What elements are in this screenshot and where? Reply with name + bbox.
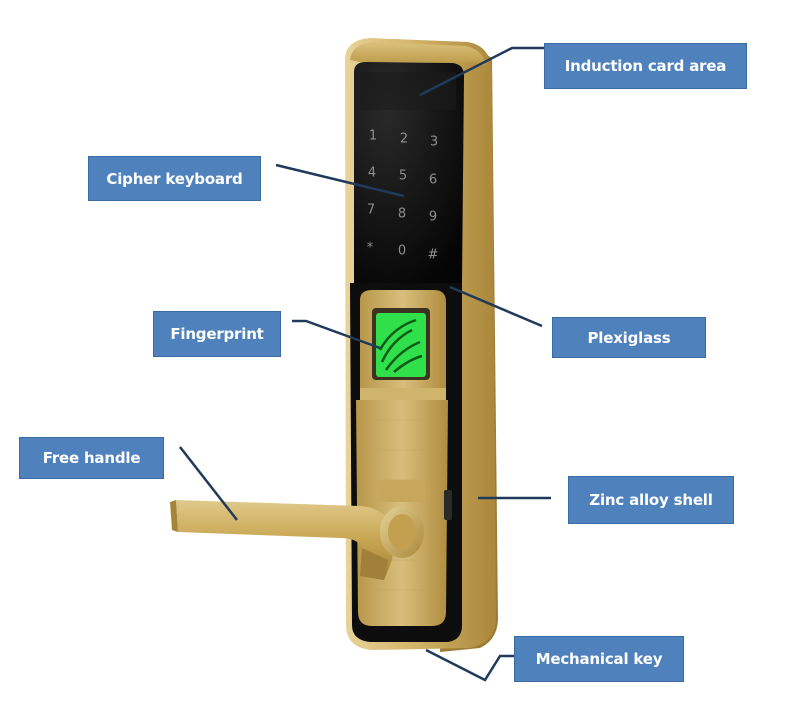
label-zinc-alloy-shell: Zinc alloy shell	[568, 476, 734, 524]
label-induction-card-area: Induction card area	[544, 43, 747, 89]
key-9: 9	[428, 209, 438, 225]
label-plexiglass: Plexiglass	[552, 317, 706, 358]
key-0: 0	[397, 243, 407, 259]
key-3: 3	[429, 134, 439, 150]
fingerprint-module	[360, 290, 446, 402]
key-star: *	[366, 240, 374, 256]
key-2: 2	[399, 131, 409, 147]
free-handle	[170, 480, 426, 580]
label-cipher-keyboard: Cipher keyboard	[88, 156, 261, 201]
induction-card-area	[360, 72, 456, 110]
leader-cipher	[275, 163, 405, 198]
key-8: 8	[397, 206, 407, 222]
label-free-handle: Free handle	[19, 437, 164, 479]
key-7: 7	[366, 202, 376, 218]
key-4: 4	[367, 165, 377, 181]
label-mechanical-key: Mechanical key	[514, 636, 684, 682]
label-fingerprint: Fingerprint	[153, 311, 281, 357]
plexiglass-panel	[354, 62, 464, 283]
key-6: 6	[428, 172, 438, 188]
leader-induction	[419, 46, 544, 97]
key-5: 5	[398, 168, 408, 184]
fingerprint-sensor	[376, 313, 426, 377]
leader-mechanical-key	[425, 648, 514, 682]
mechanical-keyhole	[444, 490, 452, 520]
leader-lines	[179, 46, 551, 682]
key-hash: #	[427, 247, 439, 263]
leader-free-handle	[179, 446, 238, 521]
leader-plexiglass	[449, 285, 543, 328]
leader-fingerprint	[292, 319, 381, 350]
key-1: 1	[368, 128, 378, 144]
